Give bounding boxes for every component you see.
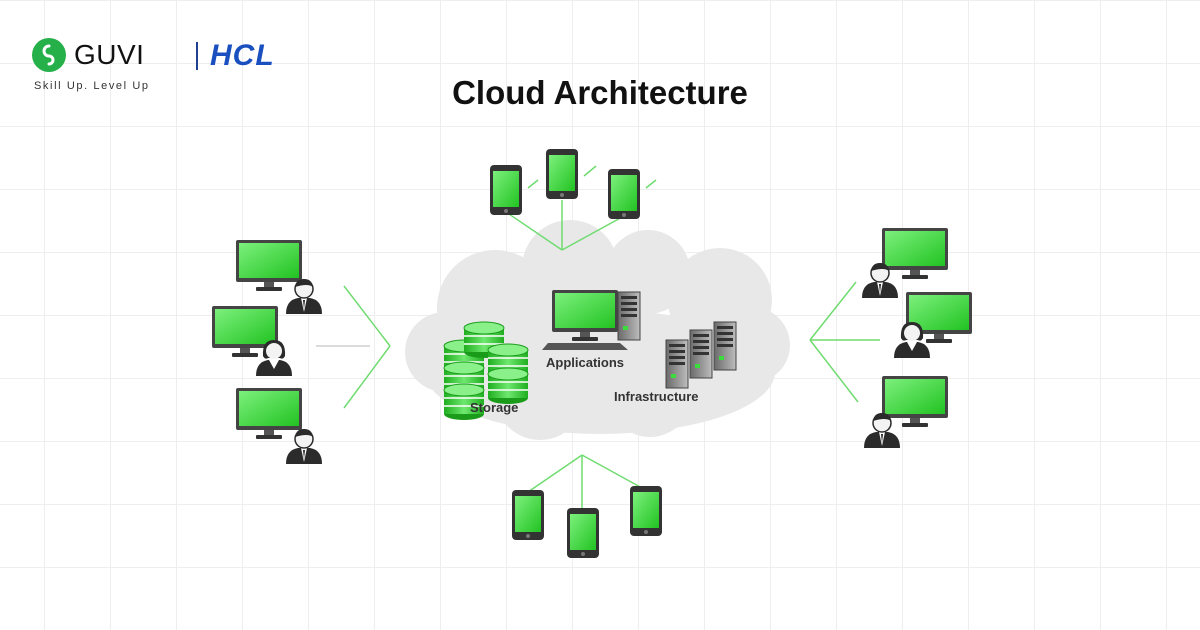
brand-header: GUVI HCL Skill Up. Level Up [32, 38, 332, 98]
monitor-icon [236, 388, 302, 439]
applications-label: Applications [546, 355, 624, 370]
connector-lines [316, 165, 880, 510]
server-icon [713, 321, 737, 371]
user-icon [285, 428, 323, 465]
server-icon [617, 291, 641, 341]
server-icon [665, 339, 689, 389]
brand-tagline: Skill Up. Level Up [34, 80, 150, 92]
user-icon [285, 278, 323, 315]
user-icon [863, 412, 901, 449]
infrastructure-label: Infrastructure [614, 389, 699, 404]
brand-separator [196, 42, 198, 70]
guvi-wordmark: GUVI [74, 39, 145, 70]
monitor-icon [882, 376, 948, 427]
page-title: Cloud Architecture [452, 74, 748, 111]
monitor-icon [882, 228, 948, 279]
database-icon [487, 367, 529, 405]
keyboard-icon [542, 343, 628, 350]
mobile-phone-icon [630, 486, 662, 536]
server-icon [689, 329, 713, 379]
mobile-phone-icon [490, 165, 522, 215]
mobile-phone-icon [546, 149, 578, 199]
mobile-phone-icon [567, 508, 599, 558]
mobile-phone-icon [512, 490, 544, 540]
mobile-phone-icon [608, 169, 640, 219]
hcl-wordmark: HCL [210, 39, 275, 72]
guvi-logo-icon [32, 38, 66, 72]
monitor-icon [236, 240, 302, 291]
storage-label: Storage [470, 400, 518, 415]
